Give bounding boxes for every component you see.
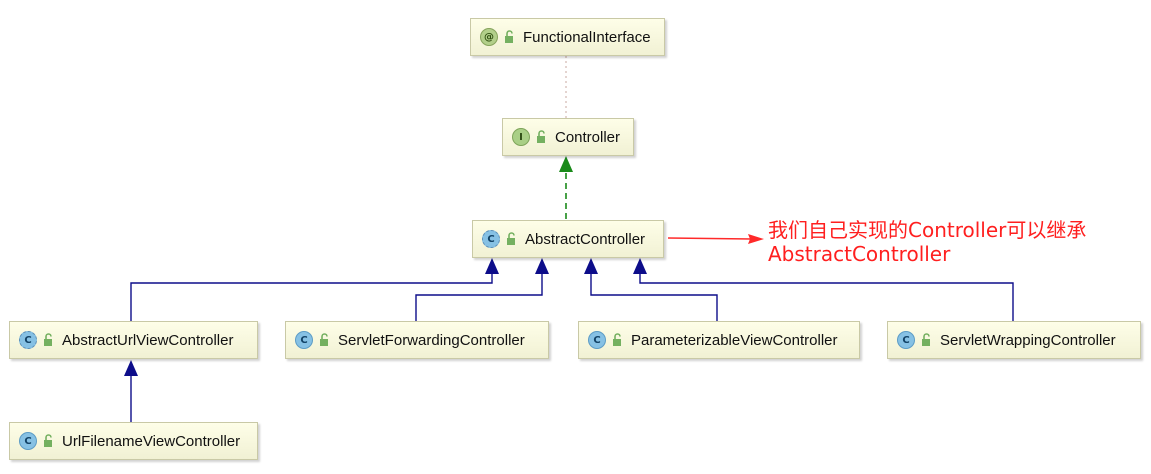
node-label: ServletWrappingController [940, 331, 1116, 349]
callout-note-line1: 我们自己实现的Controller可以继承 [768, 218, 1087, 242]
unlocked-padlock-icon [505, 232, 519, 246]
node-servlet-forwarding-controller[interactable]: C ServletForwardingController [285, 321, 549, 359]
node-label: FunctionalInterface [523, 28, 651, 46]
inherit-arrowhead [633, 258, 647, 274]
abstract-class-type-icon: C [482, 230, 500, 248]
node-label: AbstractUrlViewController [62, 331, 234, 349]
note-arrowhead [748, 234, 764, 244]
node-url-filename-view-controller[interactable]: C UrlFilenameViewController [9, 422, 258, 460]
node-label: UrlFilenameViewController [62, 432, 241, 450]
abstract-class-type-icon: C [19, 331, 37, 349]
inherit-edge-servlet-forwarding [415, 272, 543, 321]
interface-type-icon: I [512, 128, 530, 146]
unlocked-padlock-icon [42, 333, 56, 347]
implements-arrowhead [559, 156, 573, 172]
class-type-icon: C [295, 331, 313, 349]
callout-note: 我们自己实现的Controller可以继承 AbstractController [768, 218, 1086, 266]
unlocked-padlock-icon [503, 30, 517, 44]
note-arrow-line [667, 237, 753, 240]
inherit-arrowhead [485, 258, 499, 274]
unlocked-padlock-icon [535, 130, 549, 144]
node-label: Controller [555, 128, 621, 146]
unlocked-padlock-icon [920, 333, 934, 347]
node-abstract-controller[interactable]: C AbstractController [472, 220, 664, 258]
node-functional-interface[interactable]: @ FunctionalInterface [470, 18, 665, 56]
unlocked-padlock-icon [611, 333, 625, 347]
inherit-edge-parameterizable [590, 272, 718, 321]
class-type-icon: C [897, 331, 915, 349]
inherit-arrowhead [584, 258, 598, 274]
node-controller[interactable]: I Controller [502, 118, 634, 156]
inherit-edge-abstract-url [130, 272, 493, 321]
unlocked-padlock-icon [42, 434, 56, 448]
inherit-edge-servlet-wrapping [639, 272, 1014, 321]
node-label: AbstractController [525, 230, 646, 248]
callout-note-line2: AbstractController [768, 242, 951, 266]
node-parameterizable-view-controller[interactable]: C ParameterizableViewController [578, 321, 860, 359]
class-type-icon: C [19, 432, 37, 450]
inherit-arrowhead [124, 360, 138, 376]
node-label: ServletForwardingController [338, 331, 525, 349]
class-type-icon: C [588, 331, 606, 349]
annotation-type-icon: @ [480, 28, 498, 46]
node-abstract-url-view-controller[interactable]: C AbstractUrlViewController [9, 321, 258, 359]
node-servlet-wrapping-controller[interactable]: C ServletWrappingController [887, 321, 1141, 359]
inherit-arrowhead [535, 258, 549, 274]
node-label: ParameterizableViewController [631, 331, 838, 349]
unlocked-padlock-icon [318, 333, 332, 347]
